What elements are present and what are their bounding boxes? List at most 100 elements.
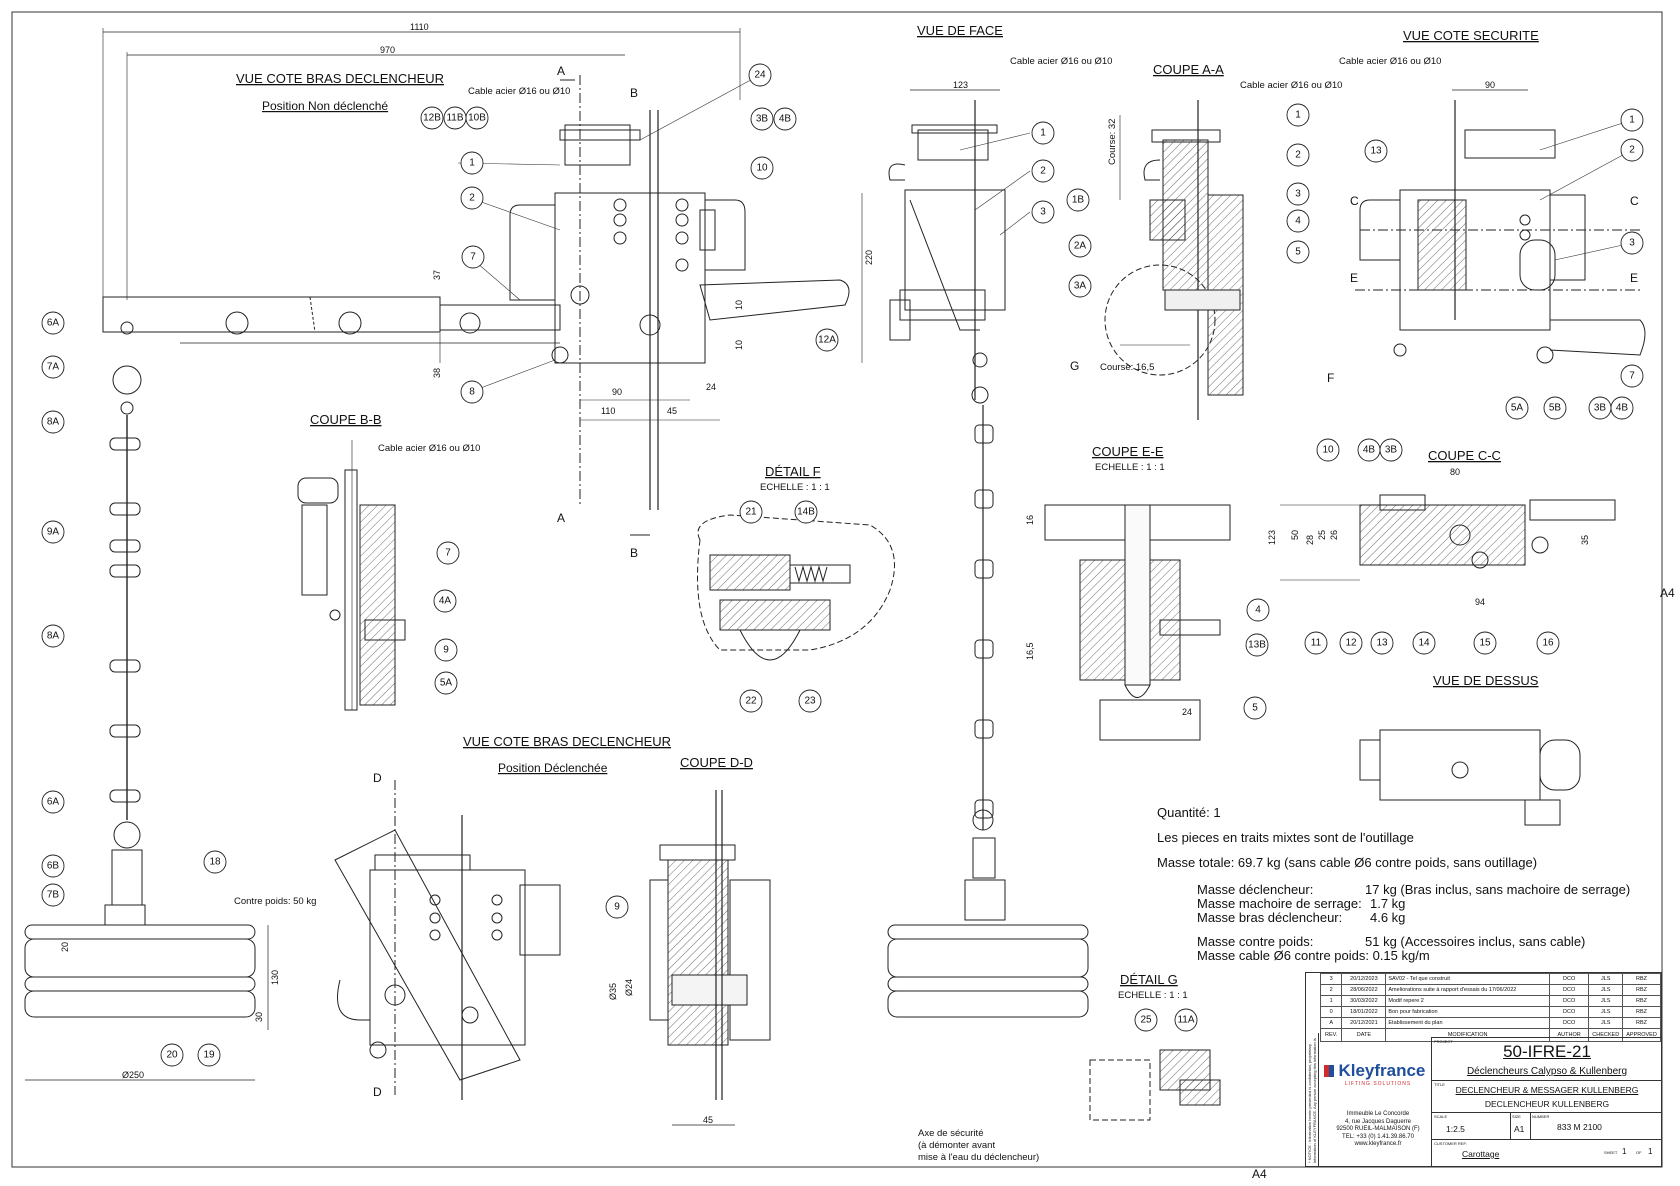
balloon-label: 4B [779,114,792,125]
balloon-label: 1 [469,158,475,169]
revision-cell: Modif repere 2 [1385,995,1550,1007]
note-m2-label: Masse machoire de serrage: [1197,896,1362,911]
axe-note-1: Axe de sécurité [918,1128,983,1139]
dim-label: 45 [667,406,677,416]
note-m4-value: 51 kg (Accessoires inclus, sans cable) [1365,934,1586,949]
item-balloon: 11A [1174,1008,1198,1032]
address-line: Immeuble Le Concorde [1346,1111,1410,1117]
dim-label: Ø250 [122,1070,144,1080]
dimension-labels: 1110 970 220 37 38 90 110 45 24 10 10 12… [60,22,1590,1125]
sheet-size-bottom: A4 [1252,1167,1267,1181]
revision-cell: JLS [1588,1006,1624,1018]
balloon-label: 1B [1072,195,1085,206]
revision-cell: DCO [1548,984,1590,996]
address-line: 92500 RUEIL-MALMAISON (F) [1336,1126,1420,1132]
item-balloon: 11 [1304,631,1328,655]
item-balloon: 18 [203,850,227,874]
revision-cell: 18/01/2022 [1341,1006,1387,1018]
balloon-label: 1 [1295,110,1301,121]
item-balloon: 2 [460,186,484,210]
dim-label: 10 [734,340,744,350]
revision-cell: DCO [1548,973,1590,985]
item-balloon: 2 [1031,159,1055,183]
balloon-label: 5 [1295,247,1301,258]
vue-cote-securite [1355,89,1646,364]
balloon-label: 15 [1479,638,1491,649]
dim-label: 94 [1475,597,1485,607]
balloon-label: 2 [1040,166,1046,177]
dim-label: 37 [432,270,442,280]
balloon-label: 8A [47,417,60,428]
note-m3-label: Masse bras déclencheur: [1197,910,1343,925]
balloon-label: 5A [440,678,453,689]
course-32: Course: 32 [1107,119,1118,165]
coupe-aa [1104,100,1244,420]
revision-cell: 3 [1319,973,1343,985]
detail-f [697,514,895,661]
balloon-label: 11A [1177,1015,1194,1026]
balloon-label: 14B [797,507,815,518]
dim-label: 970 [380,45,395,55]
item-balloon: 4B [773,107,797,131]
dim-label: 16,5 [1025,642,1035,660]
logo: Kleyfrance LIFTING SOLUTIONS [1324,1061,1432,1087]
item-balloon: 9 [434,638,458,662]
balloon-label: 22 [745,696,757,707]
dim-label: 30 [254,1012,264,1022]
balloon-label: 2 [1295,150,1301,161]
revision-cell: DCO [1548,1017,1590,1029]
balloon-label: 1 [1040,128,1046,139]
balloon-label: 14 [1418,638,1430,649]
item-balloon: 1B [1066,188,1090,212]
dim-label: 110 [601,406,615,416]
balloon-label: 2 [469,193,475,204]
project-name: Déclencheurs Calypso & Kullenberg [1466,1066,1628,1077]
balloon-label: 13B [1248,640,1266,651]
dim-label: 25 [1317,530,1327,540]
item-balloon: 7 [1620,364,1644,388]
item-balloon: 5A [1505,396,1529,420]
coupe-bb [297,440,406,711]
balloon-label: 7 [1629,371,1635,382]
revision-cell: A [1319,1017,1343,1029]
revision-cell: DCO [1548,995,1590,1007]
dim-label: 80 [1450,467,1460,477]
balloon-label: 4B [1363,445,1376,456]
item-balloon: 7A [41,355,65,379]
vue-de-face [887,89,1089,1018]
balloon-label: 18 [209,857,221,868]
item-balloon: 7 [461,245,485,269]
sheet-size-right: A4 [1660,586,1675,600]
course-165: Course: 16,5 [1100,362,1154,373]
balloon-label: 16 [1542,638,1554,649]
balloon-label: 3A [1074,281,1087,292]
subtitle-left2: Position Déclenchée [498,761,608,775]
revision-header-cell: DATE [1341,1028,1387,1042]
title-detail-f: DÉTAIL F [765,464,821,479]
balloon-label: 23 [804,696,816,707]
item-balloon: 8A [41,410,65,434]
balloon-label: 3B [1594,403,1607,414]
dim-label: 10 [734,300,744,310]
item-balloon: 1 [460,151,484,175]
revision-cell: JLS [1588,984,1624,996]
balloon-label: 10B [468,113,486,124]
item-balloon: 16 [1536,631,1560,655]
item-balloon: 2 [1620,138,1644,162]
note-m2-value: 1.7 kg [1370,896,1406,911]
balloon-label: 4 [1295,216,1301,227]
item-balloon: 10 [1316,438,1340,462]
item-balloon: 10 [750,156,774,180]
section-letter: E [1350,271,1358,285]
item-balloon: 5B [1543,396,1567,420]
title-coupe-aa: COUPE A-A [1153,62,1224,77]
dim-label: 123 [953,80,968,90]
item-balloon: 3B [1379,438,1403,462]
note-m5: Masse cable Ø6 contre poids: 0.15 kg/m [1197,948,1430,963]
balloon-label: 1 [1629,115,1635,126]
item-balloon: 11B [443,106,467,130]
sheet-total: 1 [1648,1147,1653,1156]
